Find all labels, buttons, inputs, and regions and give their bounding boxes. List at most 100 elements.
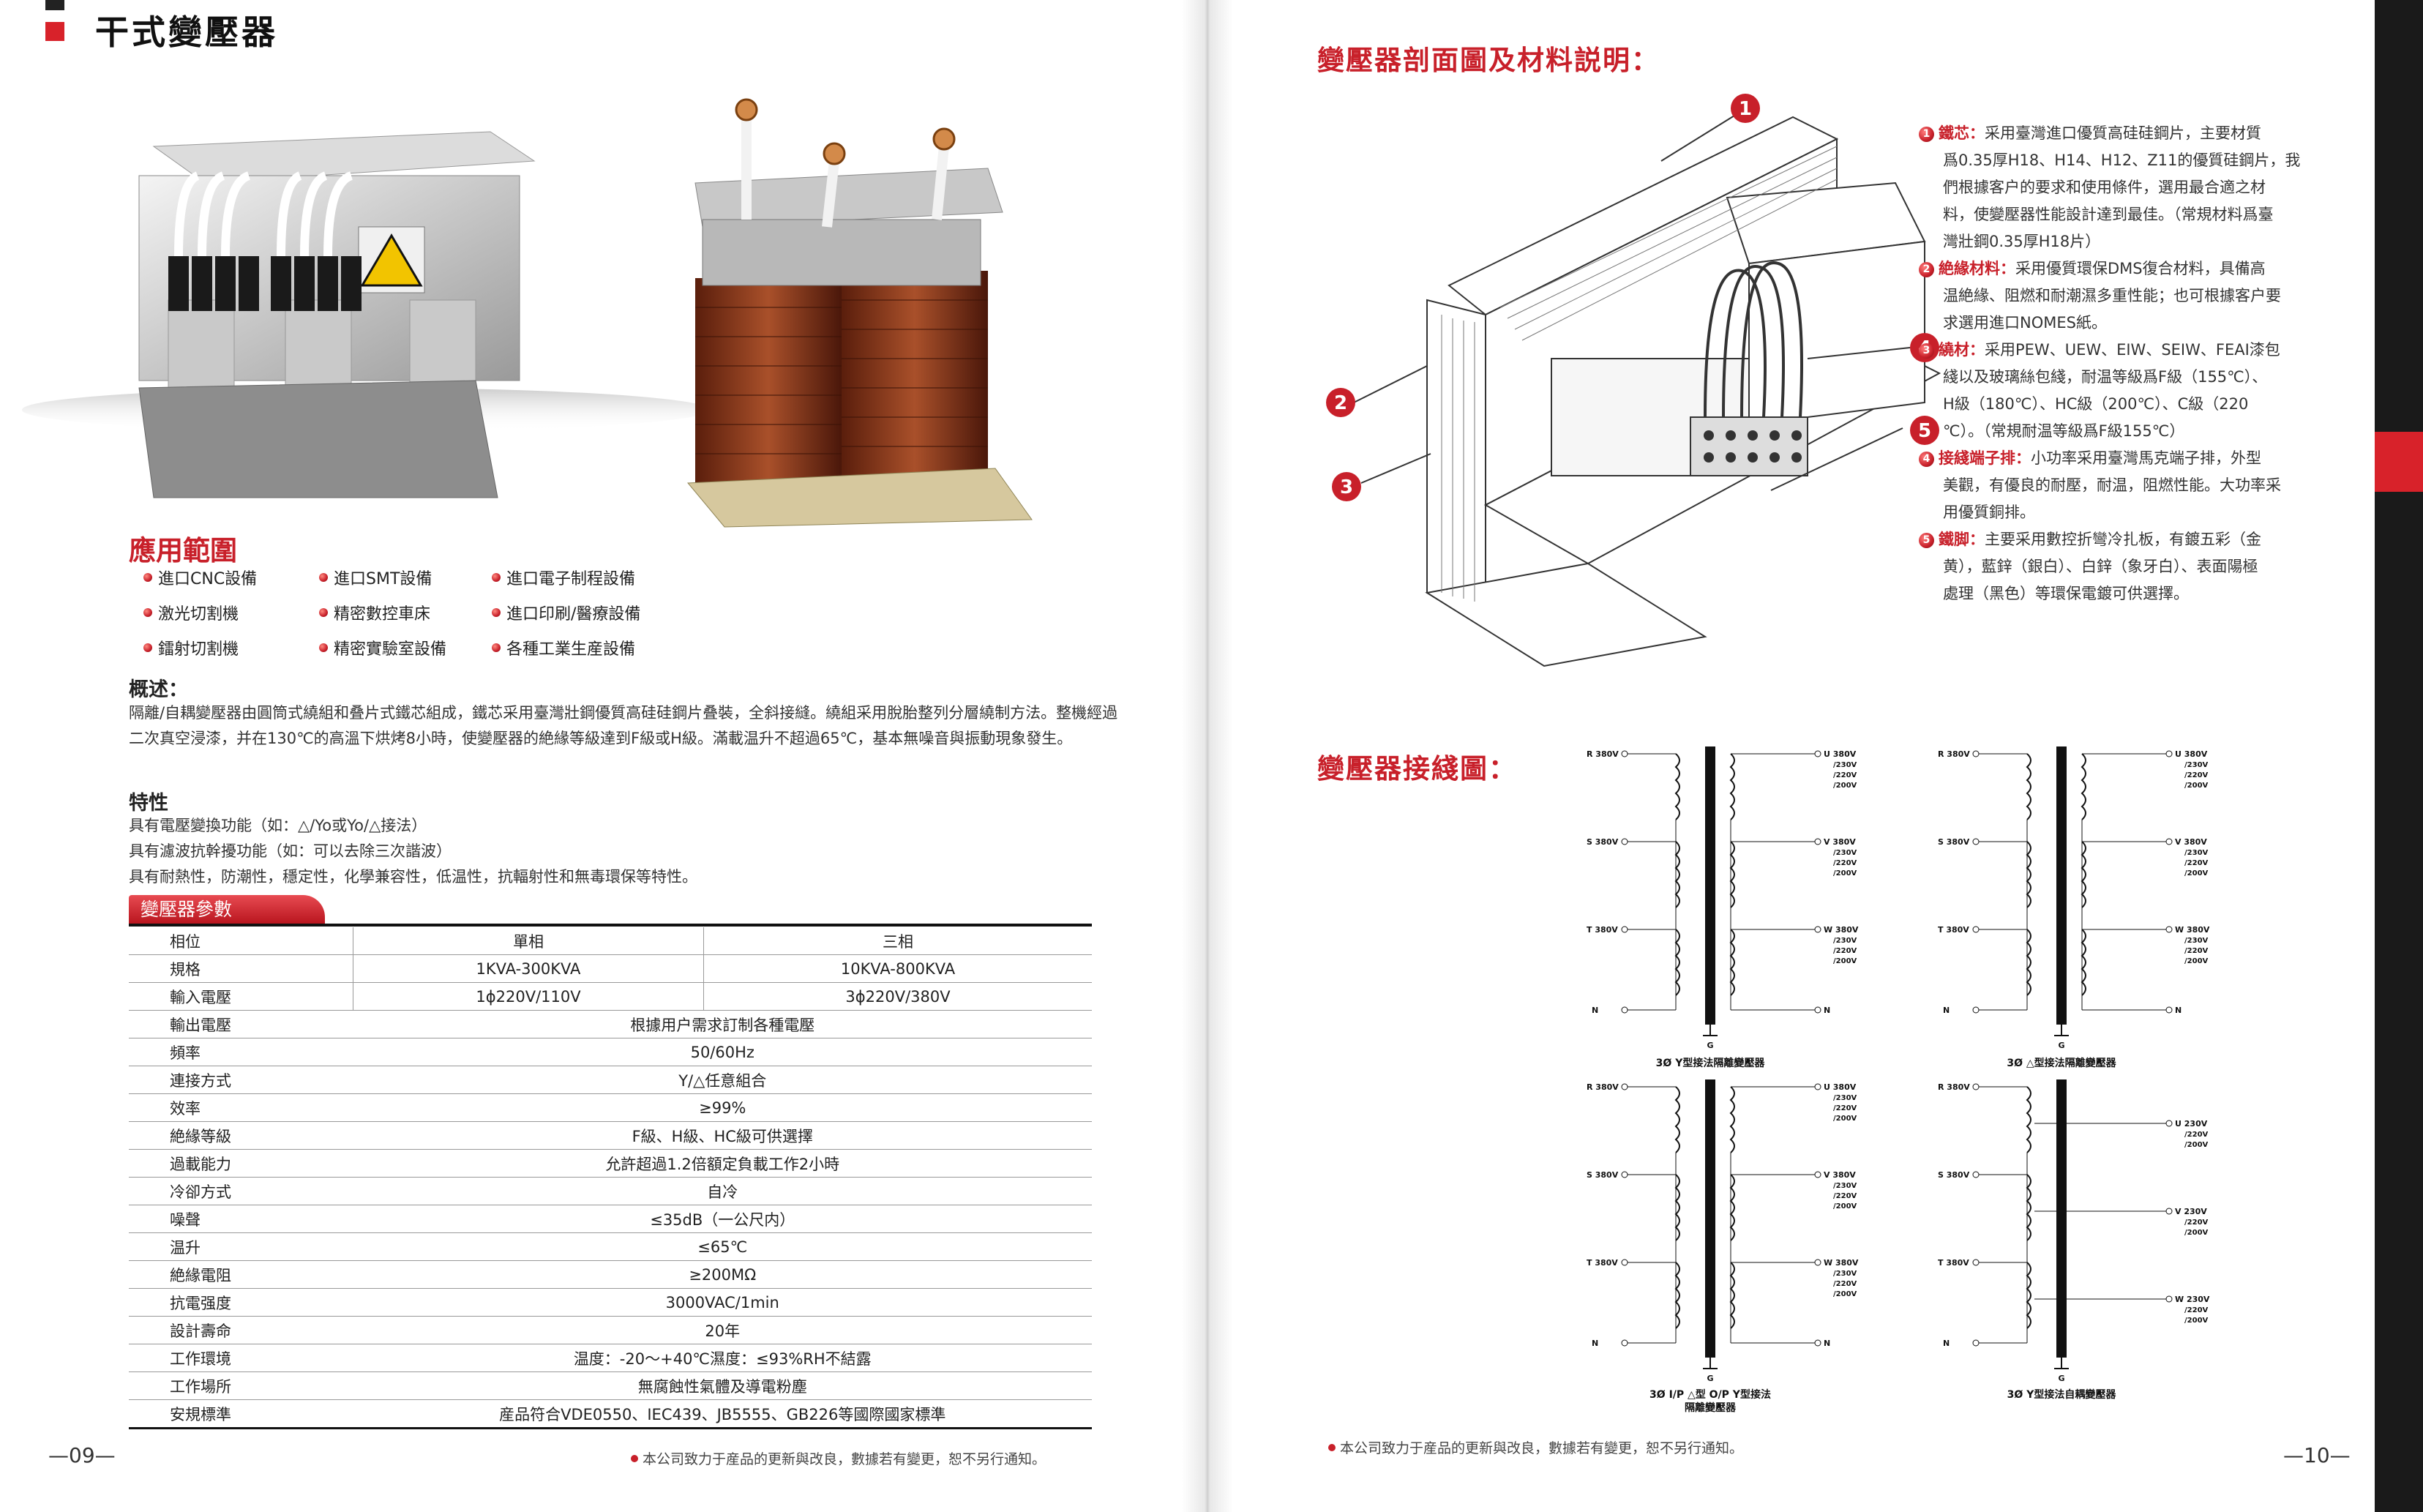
cell: 20年 (353, 1316, 1092, 1344)
tap-label: /200V (1833, 869, 1857, 877)
diagram-caption: 3Ø △型接法隔離變壓器 (2007, 1057, 2116, 1069)
winding-coil (1674, 753, 1680, 820)
tap-label: /220V (2184, 947, 2209, 955)
output-terminal (1814, 1259, 1821, 1266)
diagram-caption: 隔離變壓器 (1685, 1401, 1737, 1412)
winding-coil (1674, 841, 1680, 908)
table-row: 安規標準産品符合VDE0550、IEC439、JB5555、GB226等國際國家… (129, 1399, 1092, 1429)
winding-coil (2026, 841, 2031, 908)
row-label: 效率 (129, 1093, 353, 1122)
neutral-terminal (1972, 1339, 1980, 1347)
application-item: 激光切割機 (143, 602, 319, 624)
application-title: 應用範圍 (129, 535, 237, 566)
callout-5: 5 (1918, 420, 1931, 442)
tap-label: /230V (1833, 1182, 1857, 1190)
input-terminal (1972, 750, 1980, 757)
table-row: 效率≥99% (129, 1093, 1092, 1122)
input-terminal (1972, 838, 1980, 845)
application-item: 鐳射切割機 (143, 637, 319, 659)
corner-mark (45, 0, 64, 10)
output-label: V 380V (1824, 837, 1856, 847)
cell: 3ϕ220V/380V (703, 982, 1092, 1011)
input-label: S 380V (1938, 1170, 1970, 1180)
input-label: R 380V (1587, 749, 1619, 759)
output-terminal (2165, 1208, 2173, 1215)
output-label: U 380V (2175, 749, 2208, 759)
tap-label: /230V (1833, 937, 1857, 945)
bullet-icon (319, 573, 328, 582)
wiring-title: 變壓器接綫圖： (1317, 753, 1517, 785)
row-label: 絶緣電阻 (129, 1260, 353, 1289)
tap-label: /200V (1833, 782, 1857, 790)
tap-label: /200V (2184, 957, 2209, 965)
input-label: S 380V (1587, 837, 1619, 847)
input-label: T 380V (1587, 1258, 1618, 1268)
table-row: 噪聲≤35dB（一公尺内） (129, 1205, 1092, 1233)
tap-label: /200V (2184, 1229, 2209, 1237)
output-terminal (2165, 926, 2173, 933)
warning-icon (360, 233, 423, 287)
wiring-diagrams: R 380V U 380V/230V/220V/200V S 380V V 380V /… (1587, 746, 2210, 1412)
input-terminal (1621, 926, 1628, 933)
cell: 3000VAC/1min (353, 1288, 1092, 1317)
tap-label: /230V (1833, 1270, 1857, 1278)
neutral-label: N (1592, 1339, 1598, 1348)
tap-label: /200V (2184, 782, 2209, 790)
table-row: 過載能力允許超過1.2倍額定負載工作2小時 (129, 1149, 1092, 1178)
tap-label: /220V (2184, 771, 2209, 779)
transformer-core (1705, 746, 1715, 1025)
application-item: 進口電子制程設備 (492, 567, 697, 588)
output-terminal (1814, 1083, 1821, 1090)
application-item: 各種工業生産設備 (492, 637, 697, 659)
transformer-core (2056, 746, 2067, 1025)
row-label: 温升 (129, 1232, 353, 1261)
winding-coil (2081, 753, 2086, 820)
input-label: R 380V (1587, 1082, 1619, 1092)
bullet-icon (631, 1454, 638, 1462)
cell: 産品符合VDE0550、IEC439、JB5555、GB226等國際國家標準 (353, 1399, 1092, 1429)
tap-label: /220V (1833, 1280, 1857, 1288)
bullet-icon (319, 608, 328, 617)
neutral-terminal (1621, 1339, 1628, 1347)
winding-coil (1729, 1262, 1735, 1329)
cell: ≤35dB（一公尺内） (353, 1205, 1092, 1233)
row-label: 規格 (129, 954, 353, 983)
tap-label: /200V (1833, 1202, 1857, 1210)
winding-coil (1729, 841, 1735, 908)
tap-label: /220V (2184, 1219, 2209, 1227)
output-terminal (2165, 1295, 2173, 1303)
ground-label: G (1707, 1041, 1713, 1050)
table-row: 輸入電壓 1ϕ220V/110V 3ϕ220V/380V (129, 982, 1092, 1011)
input-terminal (1972, 926, 1980, 933)
row-label: 工作場所 (129, 1371, 353, 1400)
page-gutter (1182, 0, 1233, 1512)
tap-label: /220V (1833, 947, 1857, 955)
cell: ≥200MΩ (353, 1260, 1092, 1289)
input-label: R 380V (1938, 1082, 1970, 1092)
edge-tab (2375, 0, 2423, 432)
application-item: 進口印刷/醫療設備 (492, 602, 697, 624)
tap-label: /230V (1833, 849, 1857, 857)
application-item: 進口CNC設備 (143, 567, 319, 588)
winding-coil (1729, 753, 1735, 820)
ground-label: G (2058, 1374, 2064, 1383)
tap-label: /200V (2184, 1317, 2209, 1325)
cell: 單相 (353, 927, 704, 955)
diagram-caption: 3Ø Y型接法自耦變壓器 (2007, 1388, 2117, 1401)
input-label: T 380V (1938, 925, 1969, 935)
neutral-terminal (1814, 1339, 1821, 1347)
cell: 10KVA-800KVA (703, 954, 1092, 983)
overview-text: 隔離/自耦變壓器由圓筒式繞組和叠片式鐵芯組成，鐵芯采用臺灣壯鋼優質高硅硅鋼片叠裝… (129, 704, 1118, 747)
corner-mark-red (45, 22, 64, 41)
tap-label: /230V (2184, 849, 2209, 857)
tap-label: /200V (2184, 869, 2209, 877)
application-list: 進口CNC設備 進口SMT設備 進口電子制程設備 激光切割機 精密數控車床 進口… (143, 567, 700, 659)
number-badge: 3 (1919, 343, 1934, 359)
transformer-photo-1 (138, 131, 536, 498)
ground-label: G (2058, 1041, 2064, 1050)
